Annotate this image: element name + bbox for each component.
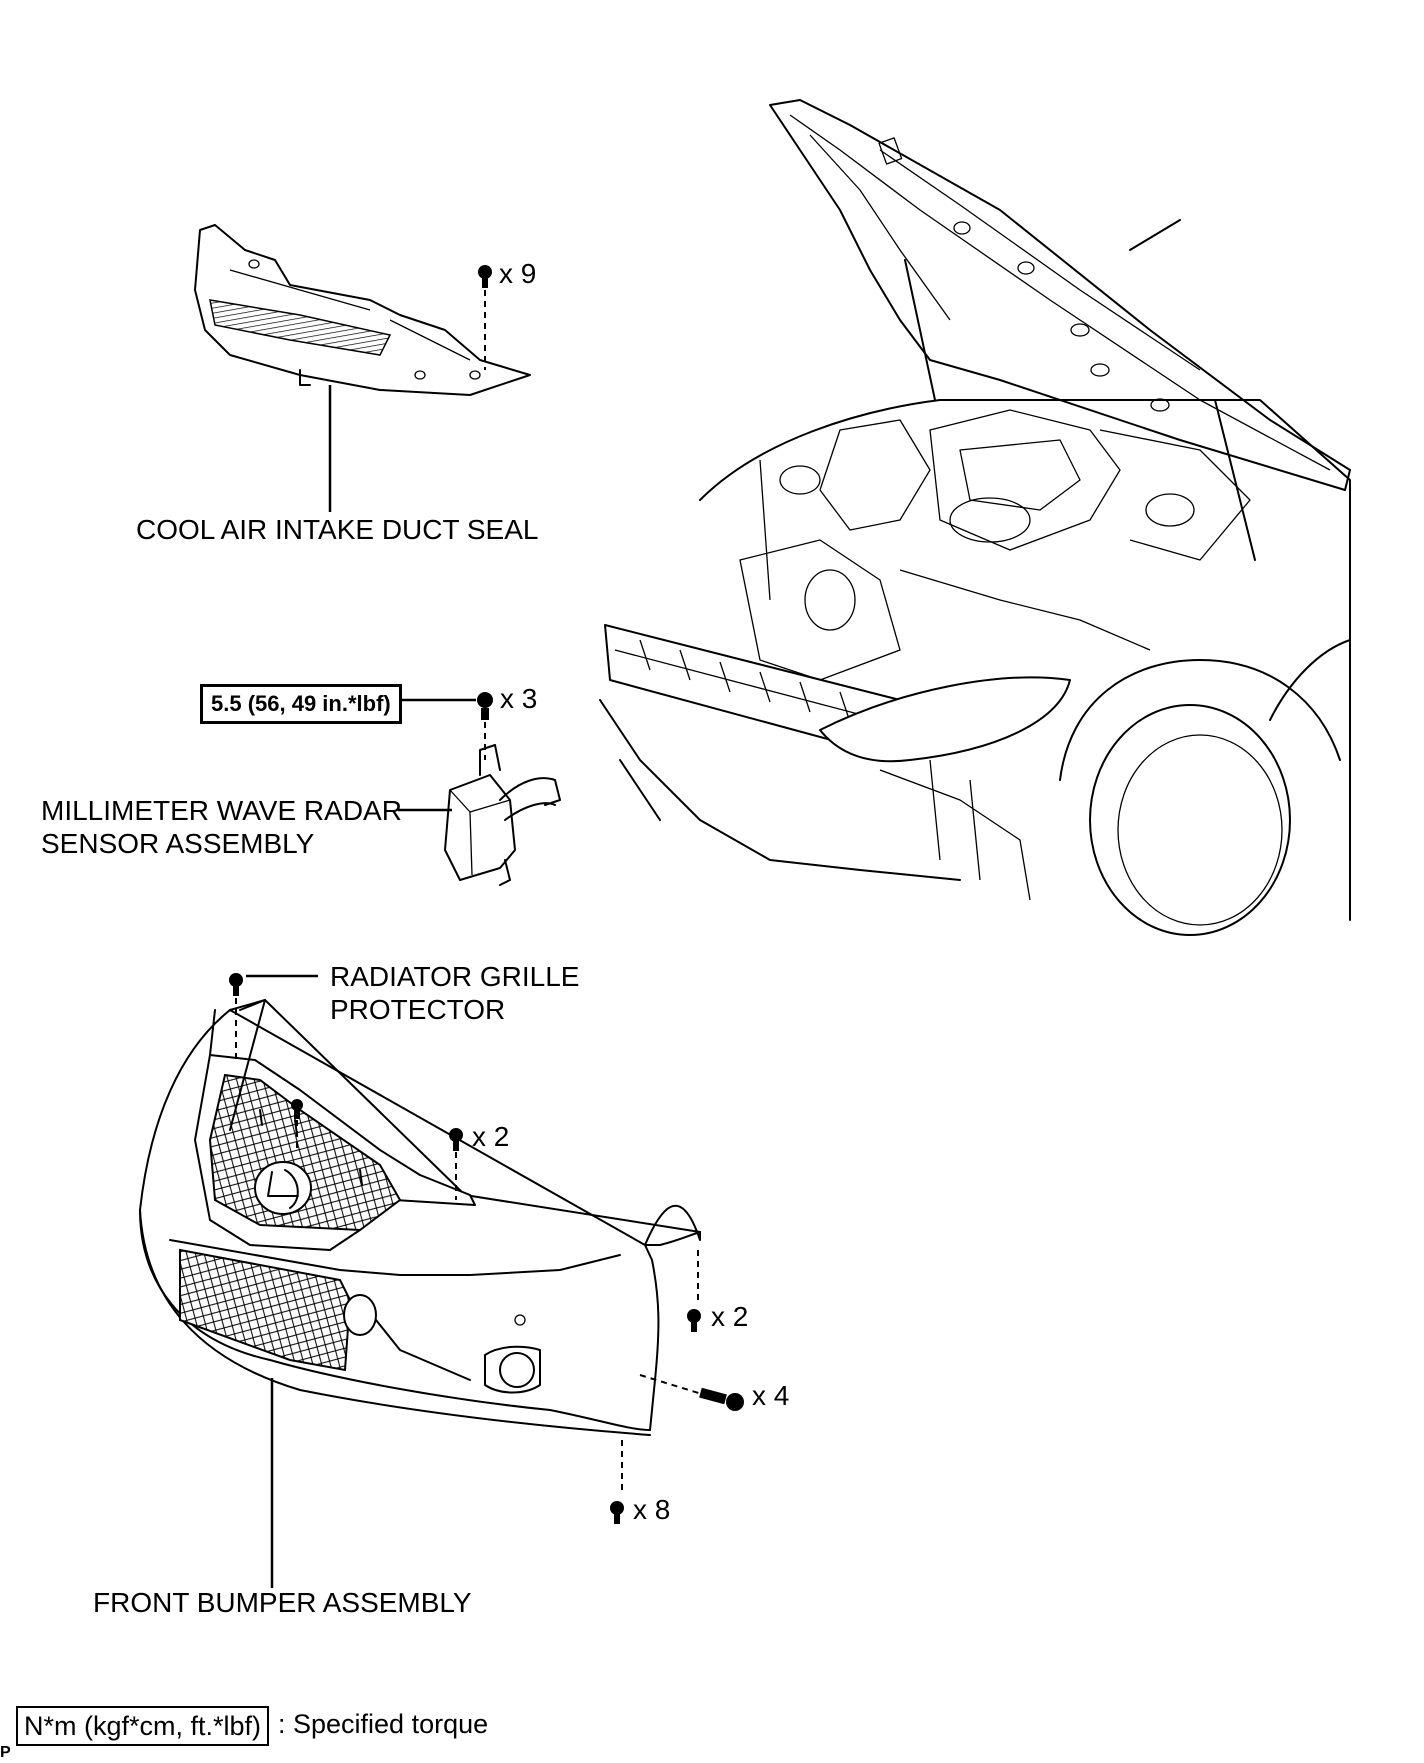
clip-icon: [610, 1501, 624, 1524]
label-front-bumper-assembly: FRONT BUMPER ASSEMBLY: [93, 1587, 472, 1618]
qty-bumper-bottom-clips: x 8: [633, 1494, 671, 1525]
label-radiator-grille-protector-line1: RADIATOR GRILLE: [330, 961, 580, 992]
label-cool-air-intake-duct-seal: COOL AIR INTAKE DUCT SEAL: [136, 514, 539, 545]
screw-icon: [687, 1309, 701, 1332]
cool-air-intake-duct-seal-drawing: [194, 224, 531, 396]
qty-bumper-side-screws: x 2: [711, 1301, 749, 1332]
label-millimeter-wave-radar-line1: MILLIMETER WAVE RADAR: [41, 795, 402, 826]
bolt-icon: [477, 692, 493, 720]
qty-bumper-top-clips: x 2: [472, 1121, 510, 1152]
corner-mark: P: [0, 1744, 11, 1761]
legend-torque-symbol: N*m (kgf*cm, ft.*lbf): [16, 1706, 270, 1746]
bolt-icon: [699, 1387, 744, 1411]
vehicle-front-drawing: [599, 99, 1351, 936]
qty-radar-bolts: x 3: [500, 683, 538, 714]
label-millimeter-wave-radar-line2: SENSOR ASSEMBLY: [41, 828, 315, 859]
millimeter-wave-radar-sensor-drawing: [444, 744, 561, 886]
legend-torque-description: : Specified torque: [278, 1709, 489, 1739]
qty-duct-seal-clips: x 9: [499, 258, 537, 289]
torque-spec-radar-bolt: 5.5 (56, 49 in.*lbf): [200, 684, 402, 724]
qty-bumper-side-bolts: x 4: [752, 1380, 790, 1411]
clip-icon: [291, 1099, 303, 1119]
clip-icon: [229, 973, 243, 996]
clip-icon: [478, 265, 492, 288]
front-bumper-assembly-drawing: [139, 999, 701, 1436]
label-radiator-grille-protector-line2: PROTECTOR: [330, 994, 506, 1025]
clip-icon: [449, 1128, 463, 1151]
